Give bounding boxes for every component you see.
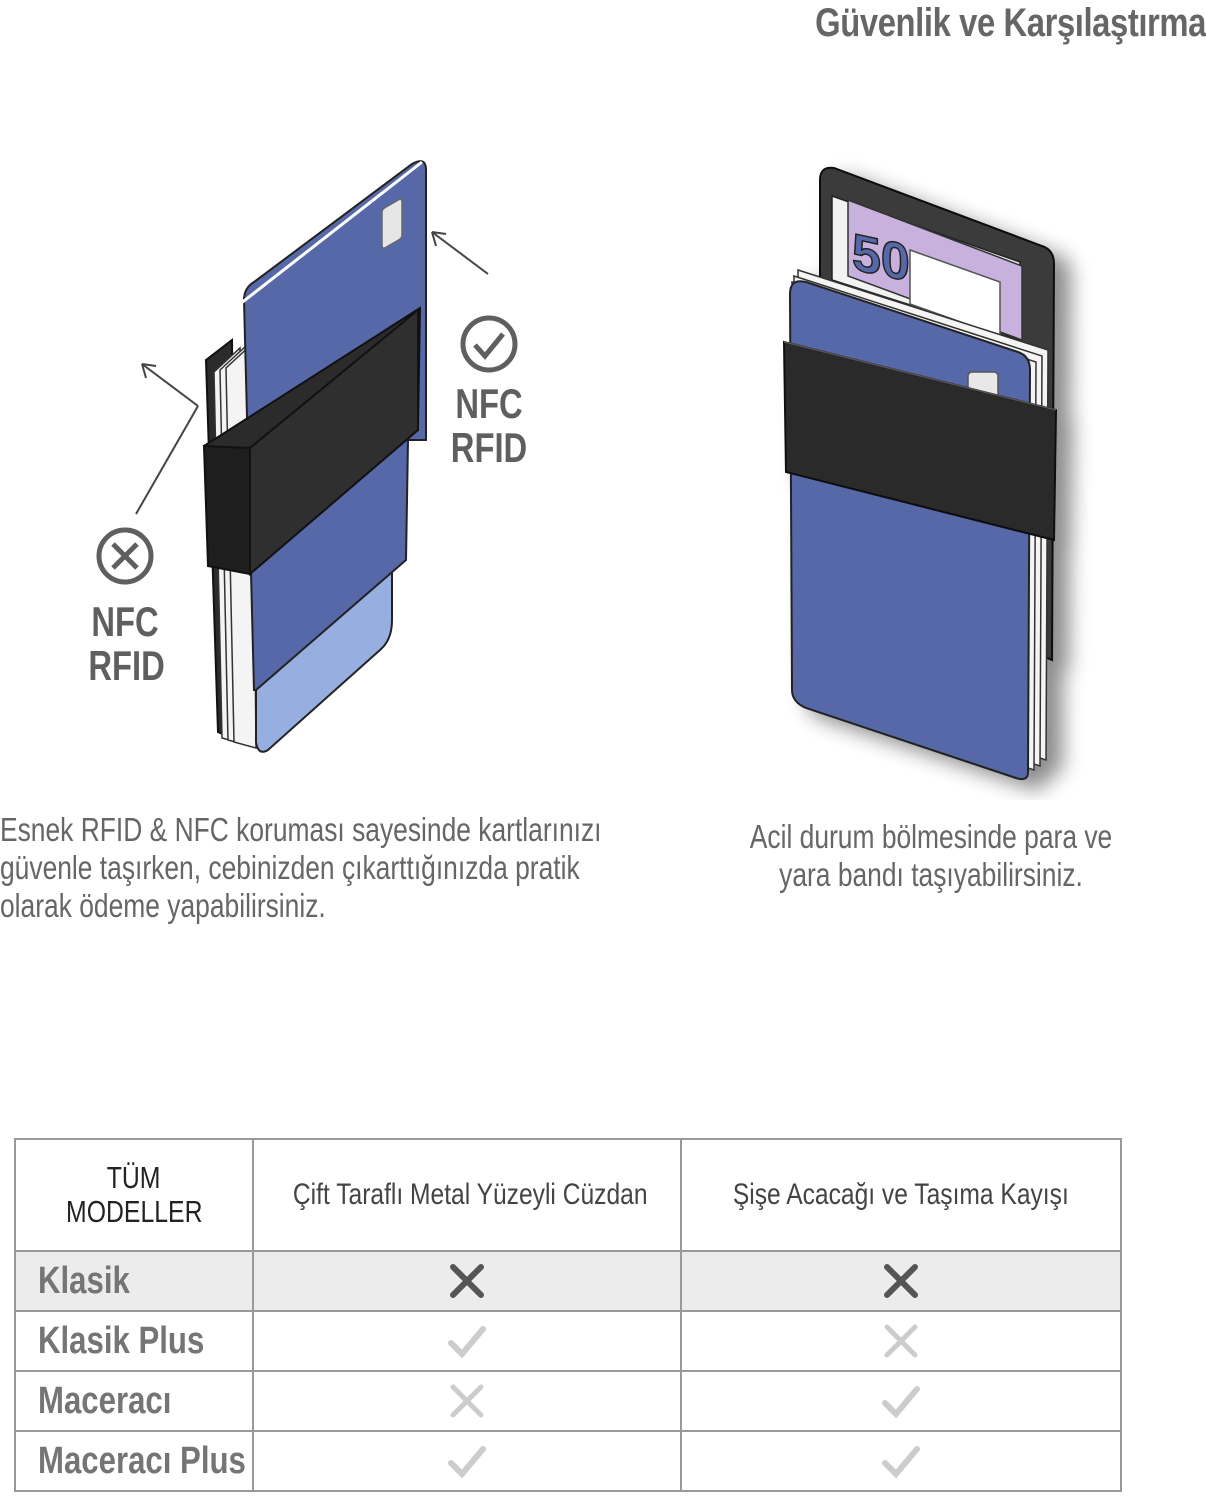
- model-name: Maceracı: [14, 1370, 254, 1432]
- mark-cell: [252, 1430, 682, 1492]
- check-icon: [448, 1326, 486, 1359]
- check-icon: [882, 1386, 920, 1419]
- allowed-label-nfc: NFC: [455, 380, 523, 427]
- check-icon: [448, 1446, 486, 1479]
- mark-cell: [252, 1250, 682, 1312]
- cross-icon: [450, 1384, 484, 1418]
- blocked-label-rfid: RFID: [88, 642, 165, 689]
- mark-cell: [680, 1250, 1122, 1312]
- table-header-row: TÜM MODELLER Çift Taraflı Metal Yüzeyli …: [14, 1138, 1122, 1252]
- mark-cell: [252, 1310, 682, 1372]
- column-header-bottle-opener: Şişe Acacağı ve Taşıma Kayışı: [680, 1138, 1122, 1252]
- cross-icon: [450, 1264, 484, 1298]
- table-row: Maceracı: [14, 1370, 1122, 1432]
- right-wallet-illustration: 50: [782, 166, 1058, 781]
- allowed-label-rfid: RFID: [450, 424, 528, 471]
- blocked-label: NFC RFID: [88, 598, 165, 689]
- mark-cell: [680, 1430, 1122, 1492]
- column-header-metal-surface: Çift Taraflı Metal Yüzeyli Cüzdan: [252, 1138, 682, 1252]
- comparison-table: TÜM MODELLER Çift Taraflı Metal Yüzeyli …: [14, 1138, 1122, 1492]
- table-row: Maceracı Plus: [14, 1430, 1122, 1492]
- banknote-value: 50: [852, 223, 910, 294]
- mark-cell: [680, 1310, 1122, 1372]
- cross-icon: [884, 1324, 918, 1358]
- blocked-circle-icon: [96, 527, 154, 585]
- mark-cell: [252, 1370, 682, 1432]
- emergency-description: Acil durum bölmesinde para ve yara bandı…: [749, 818, 1113, 893]
- corner-header: TÜM MODELLER: [14, 1138, 254, 1252]
- table-row: Klasik: [14, 1250, 1122, 1312]
- model-name: Klasik Plus: [14, 1310, 254, 1372]
- allowed-circle-icon: [460, 315, 518, 373]
- blocked-label-nfc: NFC: [91, 598, 159, 645]
- model-name: Maceracı Plus: [14, 1430, 254, 1492]
- check-icon: [882, 1446, 920, 1479]
- wallet-illustrations: 50: [96, 160, 1058, 781]
- cross-icon: [884, 1264, 918, 1298]
- model-name: Klasik: [14, 1250, 254, 1312]
- mark-cell: [680, 1370, 1122, 1432]
- rfid-description: Esnek RFID & NFC koruması sayesinde kart…: [0, 811, 602, 924]
- allowed-label: NFC RFID: [451, 382, 527, 470]
- table-row: Klasik Plus: [14, 1310, 1122, 1372]
- left-wallet-illustration: [96, 160, 518, 753]
- page-title: Güvenlik ve Karşılaştırma: [815, 1, 1206, 45]
